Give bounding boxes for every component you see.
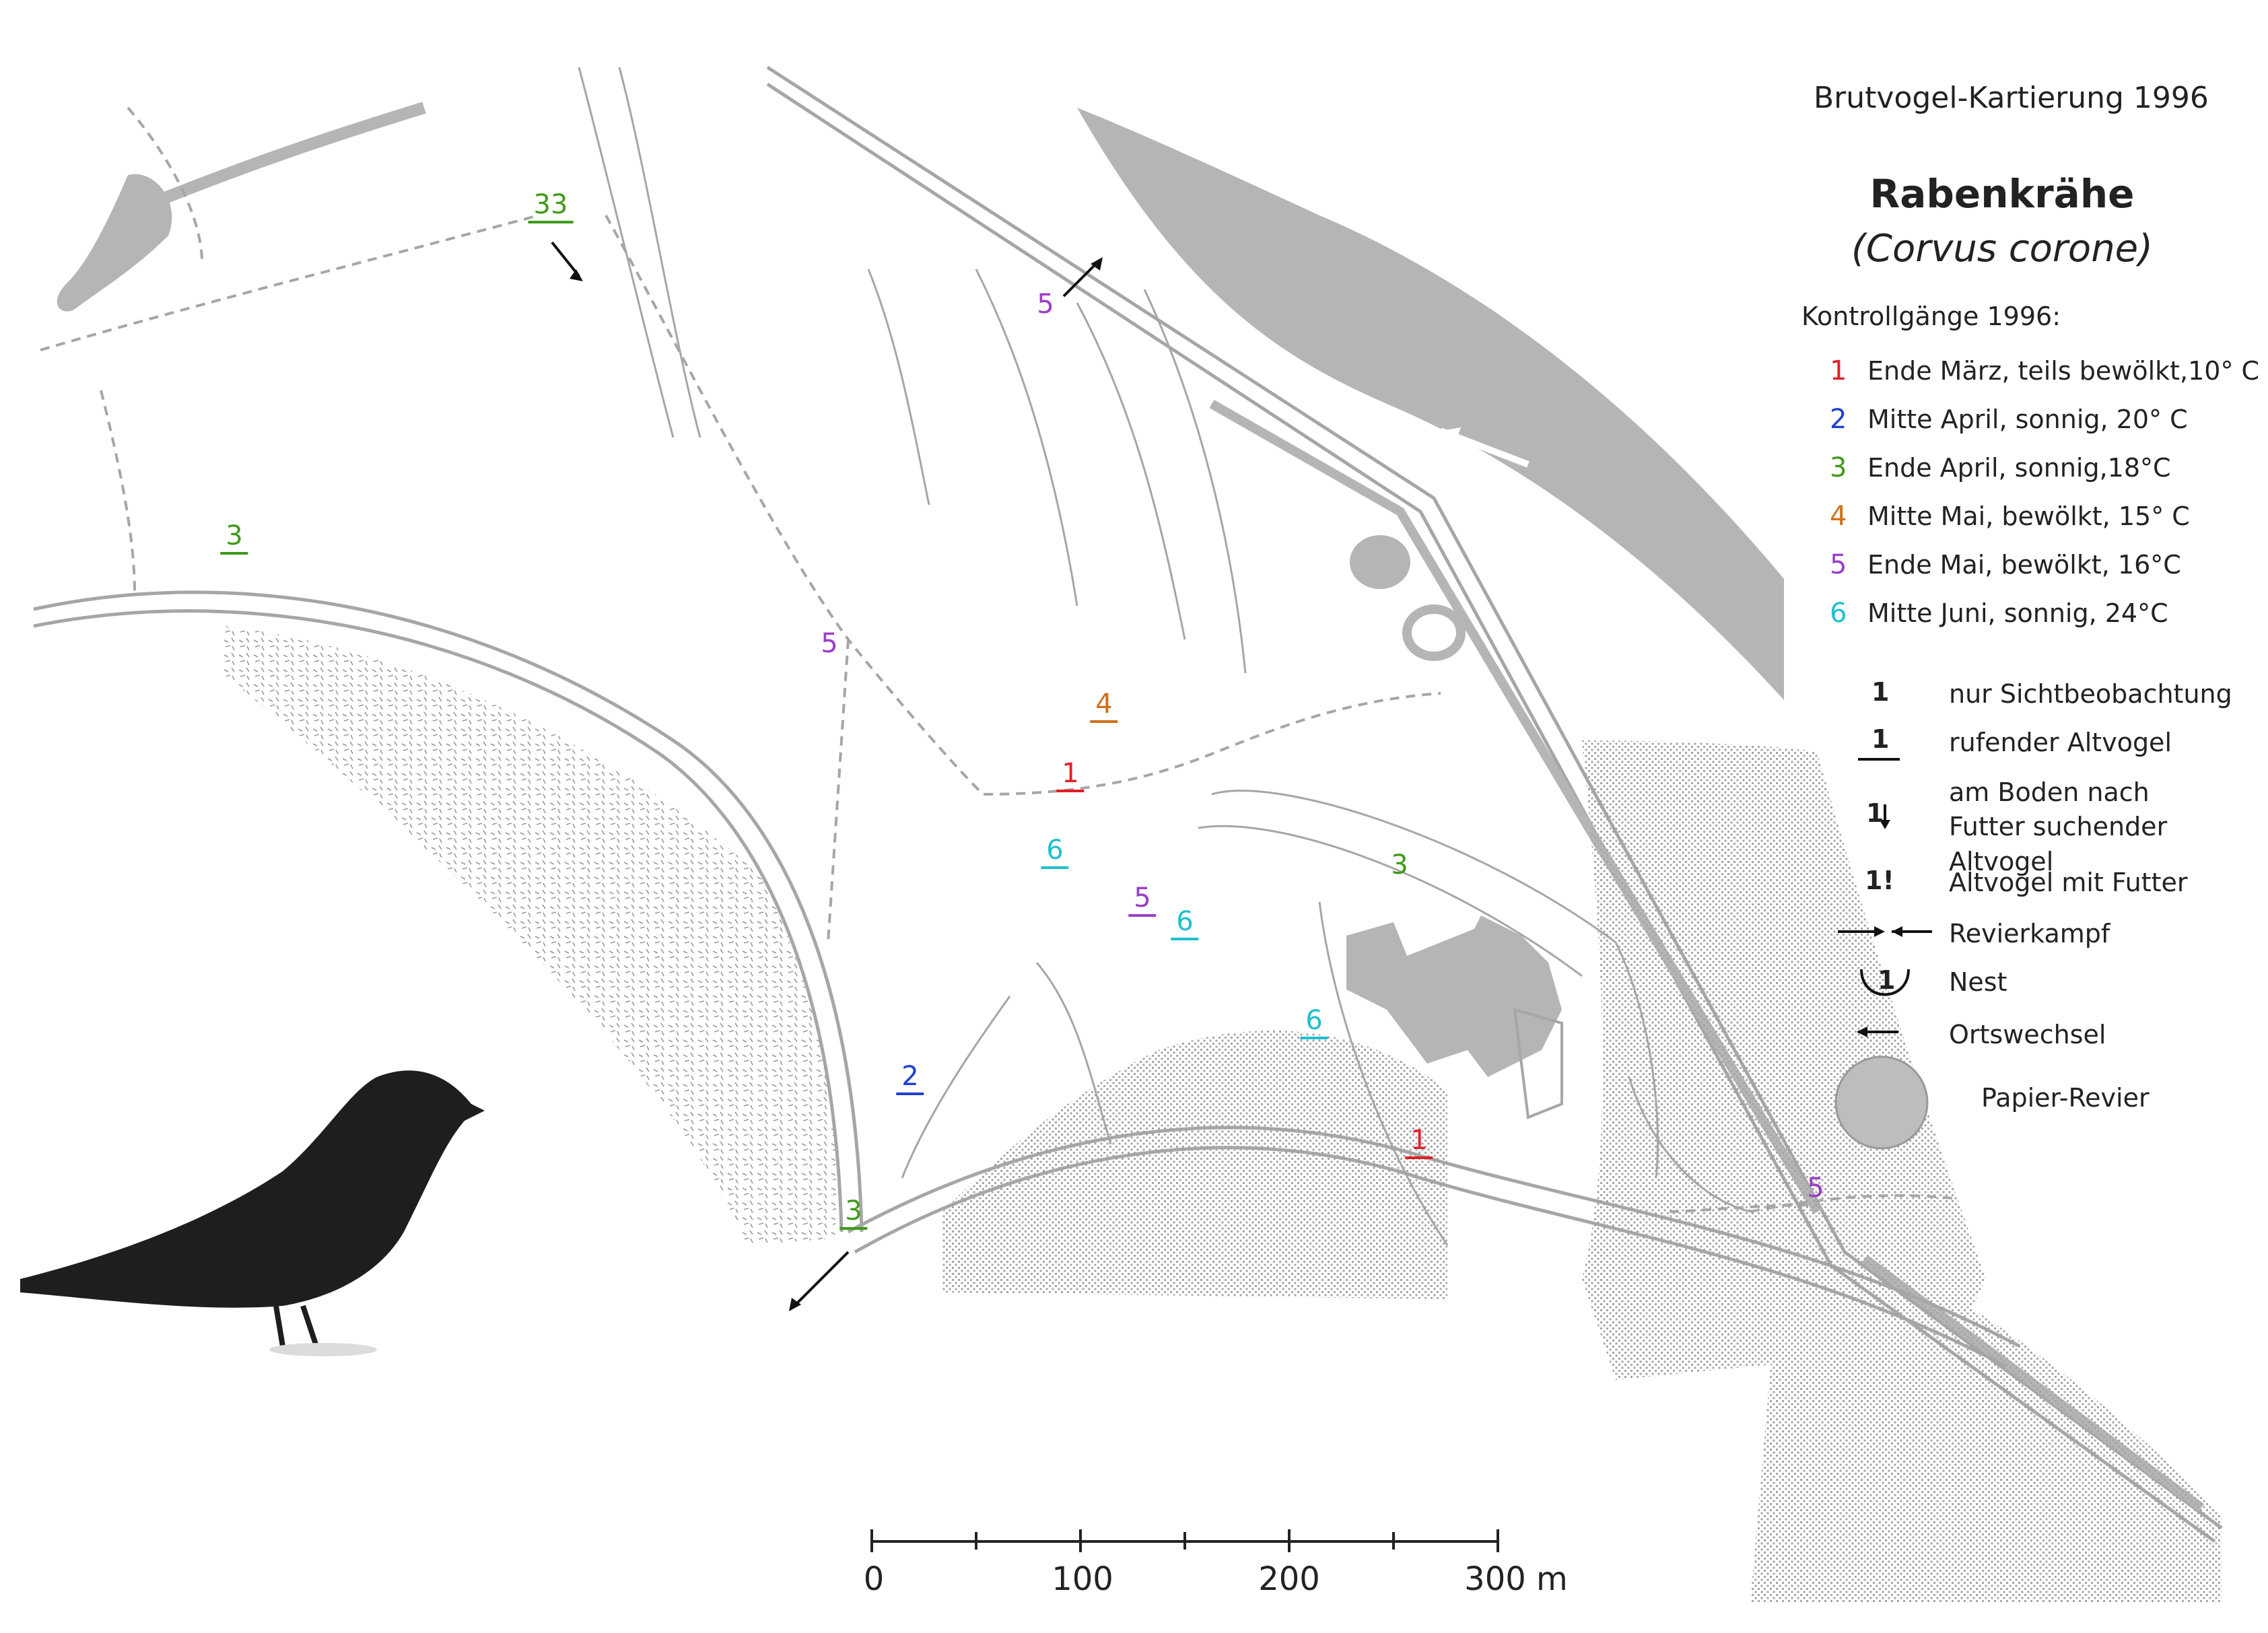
legend-visit-num: 4 — [1830, 501, 1847, 532]
legend-symbol-label: Nest — [1949, 967, 2007, 997]
scale-label: 0 — [863, 1560, 885, 1598]
legend-symbol-glyph: 1 — [1871, 677, 1890, 707]
species-name: Rabenkrähe — [1869, 171, 2135, 217]
crow-illustration — [20, 1070, 485, 1356]
legend-visit-3: 3 Ende April, sonnig,18°C — [1830, 452, 2171, 483]
legend-symbol-glyph: 1 — [1878, 965, 1896, 995]
observation-marker: 5 — [821, 628, 838, 659]
legend-symbol-glyph: 1! — [1865, 866, 1894, 895]
observation-marker: 1 — [1056, 760, 1085, 792]
footpath — [827, 639, 850, 943]
visits-title: Kontrollgänge 1996: — [1801, 302, 2061, 331]
legend-visit-num: 5 — [1830, 549, 1847, 580]
scale-bar — [870, 1529, 1499, 1552]
legend-visit-label: Ende Mai, bewölkt, 16°C — [1867, 550, 2181, 580]
pond — [1350, 535, 1410, 589]
legend-symbol-label: rufender Altvogel — [1949, 728, 2172, 757]
legend-visit-num: 6 — [1830, 598, 1847, 629]
legend-symbol-label: Altvogel mit Futter — [1949, 868, 2188, 897]
legend-symbol-glyph: 1 — [1871, 724, 1890, 754]
observation-marker: 5 — [1128, 884, 1157, 917]
observation-marker: 3 — [839, 1197, 868, 1230]
legend-visit-num: 3 — [1830, 452, 1847, 483]
footpath — [40, 214, 539, 351]
pond — [57, 174, 172, 312]
built-area — [942, 1031, 1447, 1299]
observation-marker: 6 — [1171, 908, 1199, 940]
observation-marker: 5 — [1807, 1173, 1824, 1204]
observation-marker: 6 — [1300, 1007, 1328, 1039]
built-area — [1750, 1212, 2222, 1602]
species-latin-name: (Corvus corone) — [1851, 227, 2153, 271]
legend-visit-6: 6 Mitte Juni, sonnig, 24°C — [1830, 598, 2168, 629]
river — [1077, 108, 1784, 700]
legend-visit-label: Ende März, teils bewölkt,10° C — [1867, 356, 2260, 386]
main-road — [33, 590, 864, 1232]
observation-marker: 33 — [528, 191, 574, 223]
legend-visit-1: 1 Ende März, teils bewölkt,10° C — [1830, 355, 2259, 386]
paper-territory-symbol — [1834, 1055, 1929, 1150]
observation-marker: 6 — [1041, 837, 1069, 869]
legend-visit-4: 4 Mitte Mai, bewölkt, 15° C — [1830, 501, 2190, 532]
footpath — [127, 106, 203, 263]
scale-label: 100 — [1052, 1560, 1113, 1598]
legend-symbol-glyph: 1 — [1866, 798, 1884, 828]
legend-symbol-label: Revierkampf — [1949, 919, 2110, 948]
meadow-area — [222, 626, 837, 1245]
footpath — [100, 390, 136, 593]
scale-label: 300 m — [1464, 1560, 1568, 1598]
legend-symbol-label: nur Sichtbeobachtung — [1949, 679, 2232, 709]
legend-visit-label: Mitte April, sonnig, 20° C — [1867, 405, 2188, 434]
scale-label: 200 — [1258, 1560, 1320, 1598]
footpath — [605, 215, 1441, 796]
observation-marker: 2 — [896, 1063, 924, 1095]
legend-symbol-label: Papier-Revier — [1981, 1083, 2150, 1113]
legend-symbol-label: Ortswechsel — [1949, 1020, 2106, 1049]
legend-visit-label: Ende April, sonnig,18°C — [1867, 453, 2171, 483]
footpath — [1750, 1194, 1953, 1213]
observation-marker: 3 — [1391, 849, 1408, 880]
legend-symbol-label: am Boden nach Futter suchender Altvogel — [1949, 777, 2168, 876]
legend-visit-label: Mitte Mai, bewölkt, 15° C — [1867, 501, 2190, 531]
legend-visit-label: Mitte Juni, sonnig, 24°C — [1867, 598, 2168, 628]
observation-marker: 4 — [1090, 691, 1118, 723]
observation-marker: 1 — [1405, 1127, 1433, 1159]
pond — [1402, 604, 1466, 661]
legend-visit-num: 2 — [1830, 404, 1847, 435]
observation-marker: 3 — [220, 522, 248, 555]
factory-building — [1346, 915, 1562, 1077]
legend-visit-num: 1 — [1830, 355, 1847, 386]
built-area — [1582, 740, 1986, 1380]
survey-title: Brutvogel-Kartierung 1996 — [1814, 81, 2209, 115]
observation-marker: 5 — [1037, 289, 1054, 320]
legend-visit-5: 5 Ende Mai, bewölkt, 16°C — [1830, 549, 2181, 580]
legend-visit-2: 2 Mitte April, sonnig, 20° C — [1830, 404, 2188, 435]
